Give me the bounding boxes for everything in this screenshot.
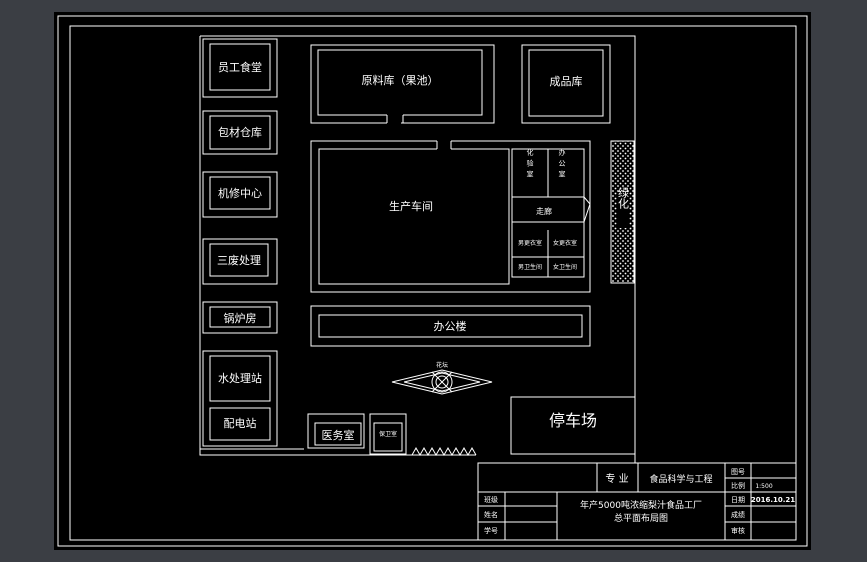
guard-room-label: 保卫室 <box>379 430 397 438</box>
water-treatment-label: 水处理站 <box>218 371 262 385</box>
boiler-room-label: 锅炉房 <box>224 312 257 325</box>
site-boundary-top-right <box>200 35 636 463</box>
finished-goods-store-outer <box>521 44 611 124</box>
male-changing-label: 男更衣室 <box>518 239 542 247</box>
lab-label: 化验室 <box>526 148 534 182</box>
title-line2: 总平面布局图 <box>614 512 668 524</box>
staff-canteen-outer <box>202 38 278 98</box>
name-label: 姓名 <box>484 510 498 519</box>
production-enclosure <box>310 140 591 293</box>
staff-canteen-building <box>209 43 271 91</box>
inner-border <box>69 25 797 541</box>
flower-bed <box>391 369 493 395</box>
title-block: 专 业 食品科学与工程 图号 比例 1:500 班级 姓名 学号 年产5000吨… <box>477 462 796 540</box>
packaging-warehouse-label: 包材仓库 <box>218 125 262 139</box>
office-building-outer <box>310 305 591 347</box>
greenbelt-label: 绿化 <box>617 186 630 210</box>
production-workshop-building <box>318 148 510 285</box>
staff-canteen-label: 员工食堂 <box>218 60 262 74</box>
flower-bed-label: 花坛 <box>436 361 448 369</box>
power-distribution-label: 配电站 <box>224 416 257 430</box>
class-label: 班级 <box>484 495 498 504</box>
waste-treatment-label: 三废处理 <box>217 253 261 267</box>
medical-room-outer <box>307 413 365 449</box>
machine-repair-label: 机修中心 <box>218 186 262 200</box>
student-id-label: 学号 <box>484 526 498 535</box>
corridor-door <box>583 196 591 223</box>
boiler-room-building <box>209 306 271 328</box>
office-small-label: 办公室 <box>558 148 566 182</box>
office-building <box>318 314 583 338</box>
date-value: 2016.10.21 <box>751 496 795 504</box>
waste-treatment-building <box>209 243 269 277</box>
raw-material-store-label: 原料库（果池） <box>362 73 439 87</box>
outer-border <box>57 15 808 547</box>
main-gate <box>411 446 477 457</box>
parking-lot <box>510 396 636 455</box>
packaging-warehouse-outer <box>202 110 278 155</box>
medical-room-building <box>314 422 362 446</box>
date-label: 日期 <box>731 496 745 504</box>
tb-outline <box>477 462 796 540</box>
medical-room-label: 医务室 <box>322 428 355 442</box>
raw-material-store-outer <box>310 44 495 124</box>
guard-room-building <box>373 422 403 452</box>
flower-bed-inner-circle <box>435 375 449 389</box>
parking-lot-label: 停车场 <box>549 411 597 430</box>
major-label: 专 业 <box>605 472 628 485</box>
scale-label: 比例 <box>731 481 745 490</box>
water-treatment-building <box>209 355 271 402</box>
female-restroom-label: 女卫生间 <box>553 263 577 271</box>
grade-label: 成绩 <box>731 510 745 519</box>
male-restroom-label: 男卫生间 <box>518 263 542 271</box>
flower-bed-inner <box>403 372 481 392</box>
machine-repair-building <box>209 176 271 210</box>
waste-treatment-outer <box>202 238 278 285</box>
major-value: 食品科学与工程 <box>649 473 712 485</box>
site-plan-drawing: 员工食堂 包材仓库 机修中心 三废处理 锅炉房 水处理站 配电站 医务室 保卫室… <box>57 15 808 547</box>
scale-value: 1:500 <box>755 483 772 490</box>
packaging-warehouse-building <box>209 115 271 150</box>
flower-bed-cross-2 <box>431 371 453 393</box>
boiler-room-outer <box>202 301 278 334</box>
greenbelt-label-bg <box>617 192 629 228</box>
female-changing-label: 女更衣室 <box>553 239 577 247</box>
production-workshop-label: 生产车间 <box>389 199 433 213</box>
finished-goods-store-building <box>528 49 604 117</box>
drawing-no-label: 图号 <box>731 468 745 476</box>
utilities-block <box>202 350 278 447</box>
office-building-label: 办公楼 <box>434 319 467 333</box>
flower-bed-circle <box>431 371 453 393</box>
title-line1: 年产5000吨浓缩梨汁食品工厂 <box>580 499 702 511</box>
reviewer-label: 审核 <box>731 526 745 535</box>
drawing-canvas: 员工食堂 包材仓库 机修中心 三废处理 锅炉房 水处理站 配电站 医务室 保卫室… <box>54 12 811 550</box>
guard-room-outer <box>369 413 407 455</box>
site-boundary-left <box>199 36 476 456</box>
finished-goods-store-label: 成品库 <box>550 75 583 88</box>
corridor-label: 走廊 <box>536 206 552 216</box>
machine-repair-outer <box>202 171 278 218</box>
power-distribution-building <box>209 407 271 441</box>
raw-material-store-building <box>317 49 483 116</box>
